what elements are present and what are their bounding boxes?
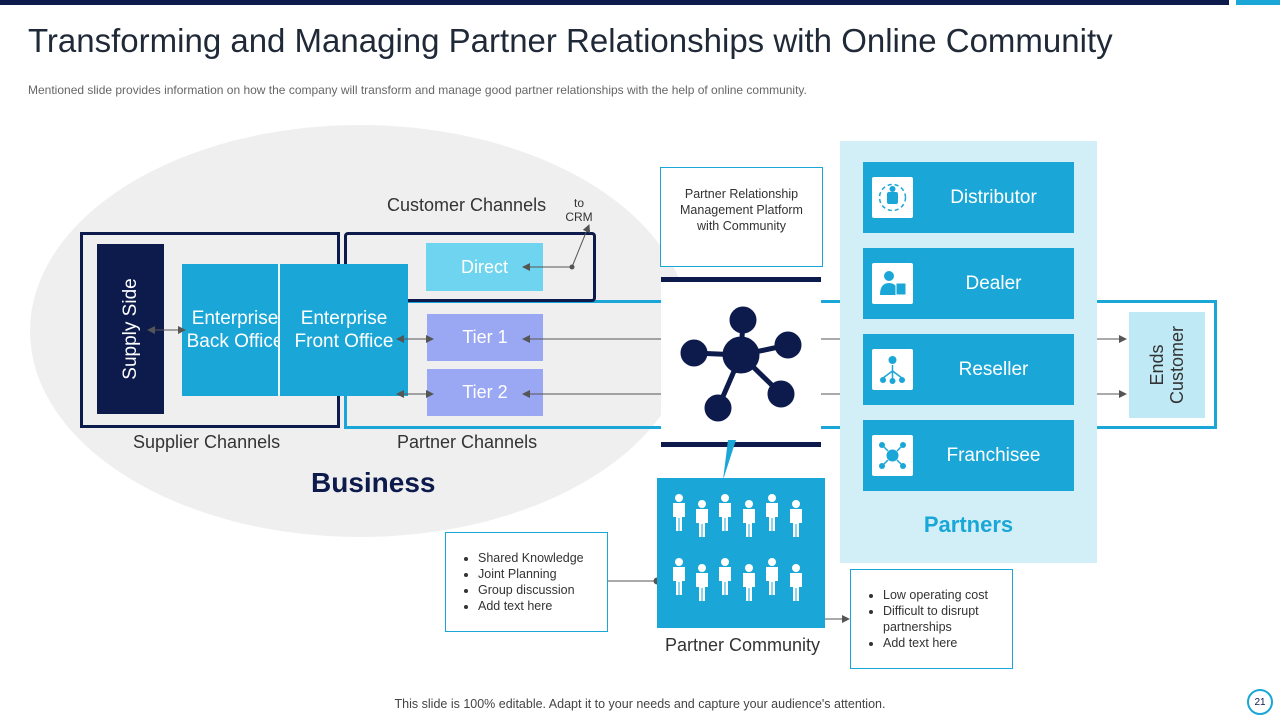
back-office-block: Enterprise Back Office: [182, 264, 288, 396]
people-group-icon: [673, 494, 802, 601]
supplier-channels-label: Supplier Channels: [133, 432, 281, 452]
franchisee-icon: [872, 435, 913, 476]
partner-label: Reseller: [958, 358, 1029, 380]
partner-tile-franchisee: Franchisee: [863, 420, 1074, 491]
partners-label: Partners: [923, 512, 1014, 537]
network-hub-icon: [680, 306, 802, 422]
ends-customer-block: Ends Customer: [1129, 312, 1205, 418]
bullet-item: Add text here: [883, 635, 1012, 651]
partner-tile-distributor: Distributor: [863, 162, 1074, 233]
platform-label-box: Partner Relationship Management Platform…: [660, 167, 823, 267]
bullet-item: Shared Knowledge: [478, 550, 607, 566]
partner-channels-label: Partner Channels: [397, 432, 538, 452]
front-office-label: Enterprise Front Office: [294, 308, 394, 352]
speech-pointer: [723, 440, 736, 480]
top-accent-bar-right: [1236, 0, 1280, 5]
front-office-block: Enterprise Front Office: [278, 264, 408, 396]
partner-label: Dealer: [965, 272, 1022, 294]
to-crm-label: to CRM: [565, 196, 593, 224]
business-label: Business: [311, 467, 436, 498]
partner-community-block: [657, 478, 825, 628]
bullet-item: Group discussion: [478, 582, 607, 598]
platform-label: Partner Relationship Management Platform…: [680, 187, 803, 233]
community-benefits-box: Shared Knowledge Joint Planning Group di…: [445, 532, 608, 632]
distributor-icon: [872, 177, 913, 218]
ends-customer-label: Ends Customer: [1147, 325, 1187, 405]
reseller-icon: [872, 349, 913, 390]
tier1-label: Tier 1: [462, 327, 508, 347]
top-accent-bar: [0, 0, 1229, 5]
partner-label: Franchisee: [946, 444, 1041, 466]
page-title: Transforming and Managing Partner Relati…: [28, 22, 1113, 59]
partner-community-label: Partner Community: [665, 635, 821, 655]
partner-tile-reseller: Reseller: [863, 334, 1074, 405]
back-office-label: Enterprise Back Office: [186, 308, 284, 352]
customer-channels-label: Customer Channels: [387, 195, 547, 215]
page-number: 21: [1247, 689, 1273, 715]
bullet-item: Joint Planning: [478, 566, 607, 582]
dealer-icon: [872, 263, 913, 304]
tier2-label: Tier 2: [462, 382, 508, 402]
partner-tile-dealer: Dealer: [863, 248, 1074, 319]
bullet-item: Low operating cost: [883, 587, 1012, 603]
bullet-item: Add text here: [478, 598, 607, 614]
platform-hub: [661, 277, 821, 447]
footer-note: This slide is 100% editable. Adapt it to…: [394, 697, 886, 711]
bullet-item: Difficult to disrupt partnerships: [883, 603, 1012, 635]
page-subtitle: Mentioned slide provides information on …: [28, 83, 807, 97]
direct-label: Direct: [460, 256, 508, 277]
community-outcomes-box: Low operating cost Difficult to disrupt …: [850, 569, 1013, 669]
partner-label: Distributor: [950, 186, 1037, 208]
